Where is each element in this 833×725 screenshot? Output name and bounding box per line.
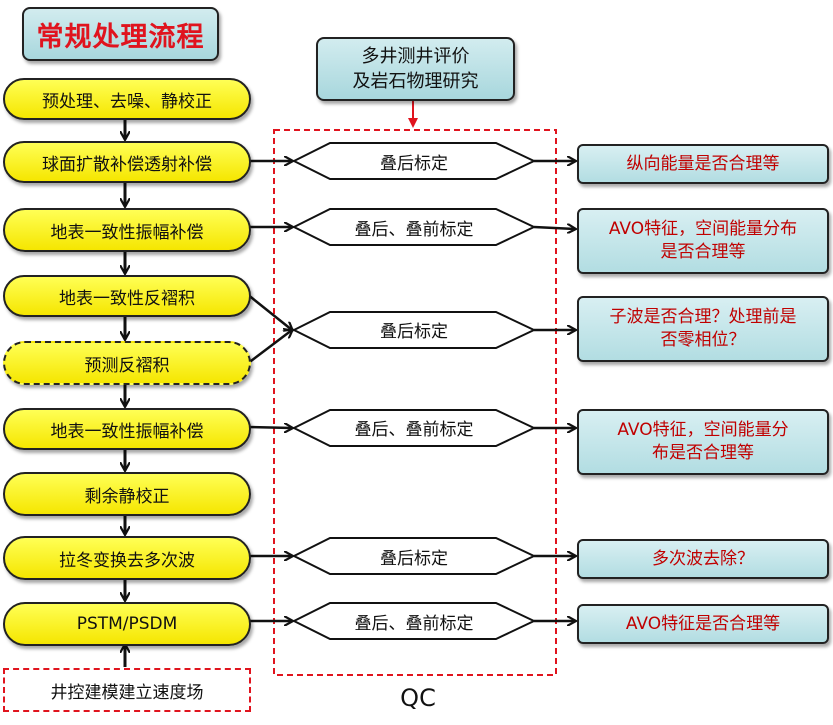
result-box-6: AVO特征是否合理等 <box>577 604 829 644</box>
evaluation-box: 多井测井评价 及岩石物理研究 <box>316 37 515 101</box>
result-2-line-1: AVO特征，空间能量分布 <box>608 219 798 239</box>
calibration-input-arrow-5 <box>246 427 292 428</box>
result-box-1: 纵向能量是否合理等 <box>577 144 829 184</box>
process-step-3: 地表一致性振幅补偿 <box>3 208 251 252</box>
page-title: 常规处理流程 <box>22 7 219 61</box>
calibration-5: 叠后标定 <box>380 549 448 569</box>
process-step-9: PSTM/PSDM <box>3 602 251 646</box>
calibration-6: 叠后、叠前标定 <box>354 614 474 634</box>
calibration-4: 叠后、叠前标定 <box>354 420 474 440</box>
qc-region <box>273 129 557 676</box>
result-box-3: 子波是否合理？处理前是 否零相位？ <box>577 296 829 362</box>
calibration-3: 叠后标定 <box>380 322 448 342</box>
process-step-8: 拉冬变换去多次波 <box>3 536 251 580</box>
result-5-line-1: 多次波去除？ <box>652 548 754 569</box>
calibration-input-arrow-3 <box>246 293 292 330</box>
result-1-line-1: 纵向能量是否合理等 <box>626 153 780 174</box>
result-arrow-2 <box>533 227 575 229</box>
calibration-input-arrow-4 <box>246 330 292 365</box>
process-step-1: 预处理、去噪、静校正 <box>3 78 251 120</box>
process-step-4: 地表一致性反褶积 <box>3 275 251 317</box>
process-step-6: 地表一致性振幅补偿 <box>3 408 251 450</box>
result-4-line-2: 布是否合理等 <box>652 443 754 463</box>
evaluation-line-1: 多井测井评价 <box>361 46 470 67</box>
process-step-5: 预测反褶积 <box>3 341 251 385</box>
result-6-line-1: AVO特征是否合理等 <box>625 613 781 634</box>
result-4-line-1: AVO特征，空间能量分 <box>617 420 789 440</box>
result-2-line-2: 是否合理等 <box>660 242 746 262</box>
evaluation-line-2: 及岩石物理研究 <box>352 71 479 92</box>
calibration-2: 叠后、叠前标定 <box>354 220 474 240</box>
calibration-1: 叠后标定 <box>380 154 448 174</box>
process-step-2: 球面扩散补偿透射补偿 <box>3 141 251 183</box>
result-3-line-1: 子波是否合理？处理前是 <box>609 307 797 327</box>
process-step-7: 剩余静校正 <box>3 472 251 516</box>
result-box-5: 多次波去除？ <box>577 539 829 579</box>
result-box-4: AVO特征，空间能量分 布是否合理等 <box>577 409 829 475</box>
result-3-line-2: 否零相位？ <box>660 330 746 350</box>
result-box-2: AVO特征，空间能量分布 是否合理等 <box>577 208 829 274</box>
velocity-model-box: 井控建模建立速度场 <box>3 668 251 712</box>
qc-label: QC <box>400 684 436 712</box>
